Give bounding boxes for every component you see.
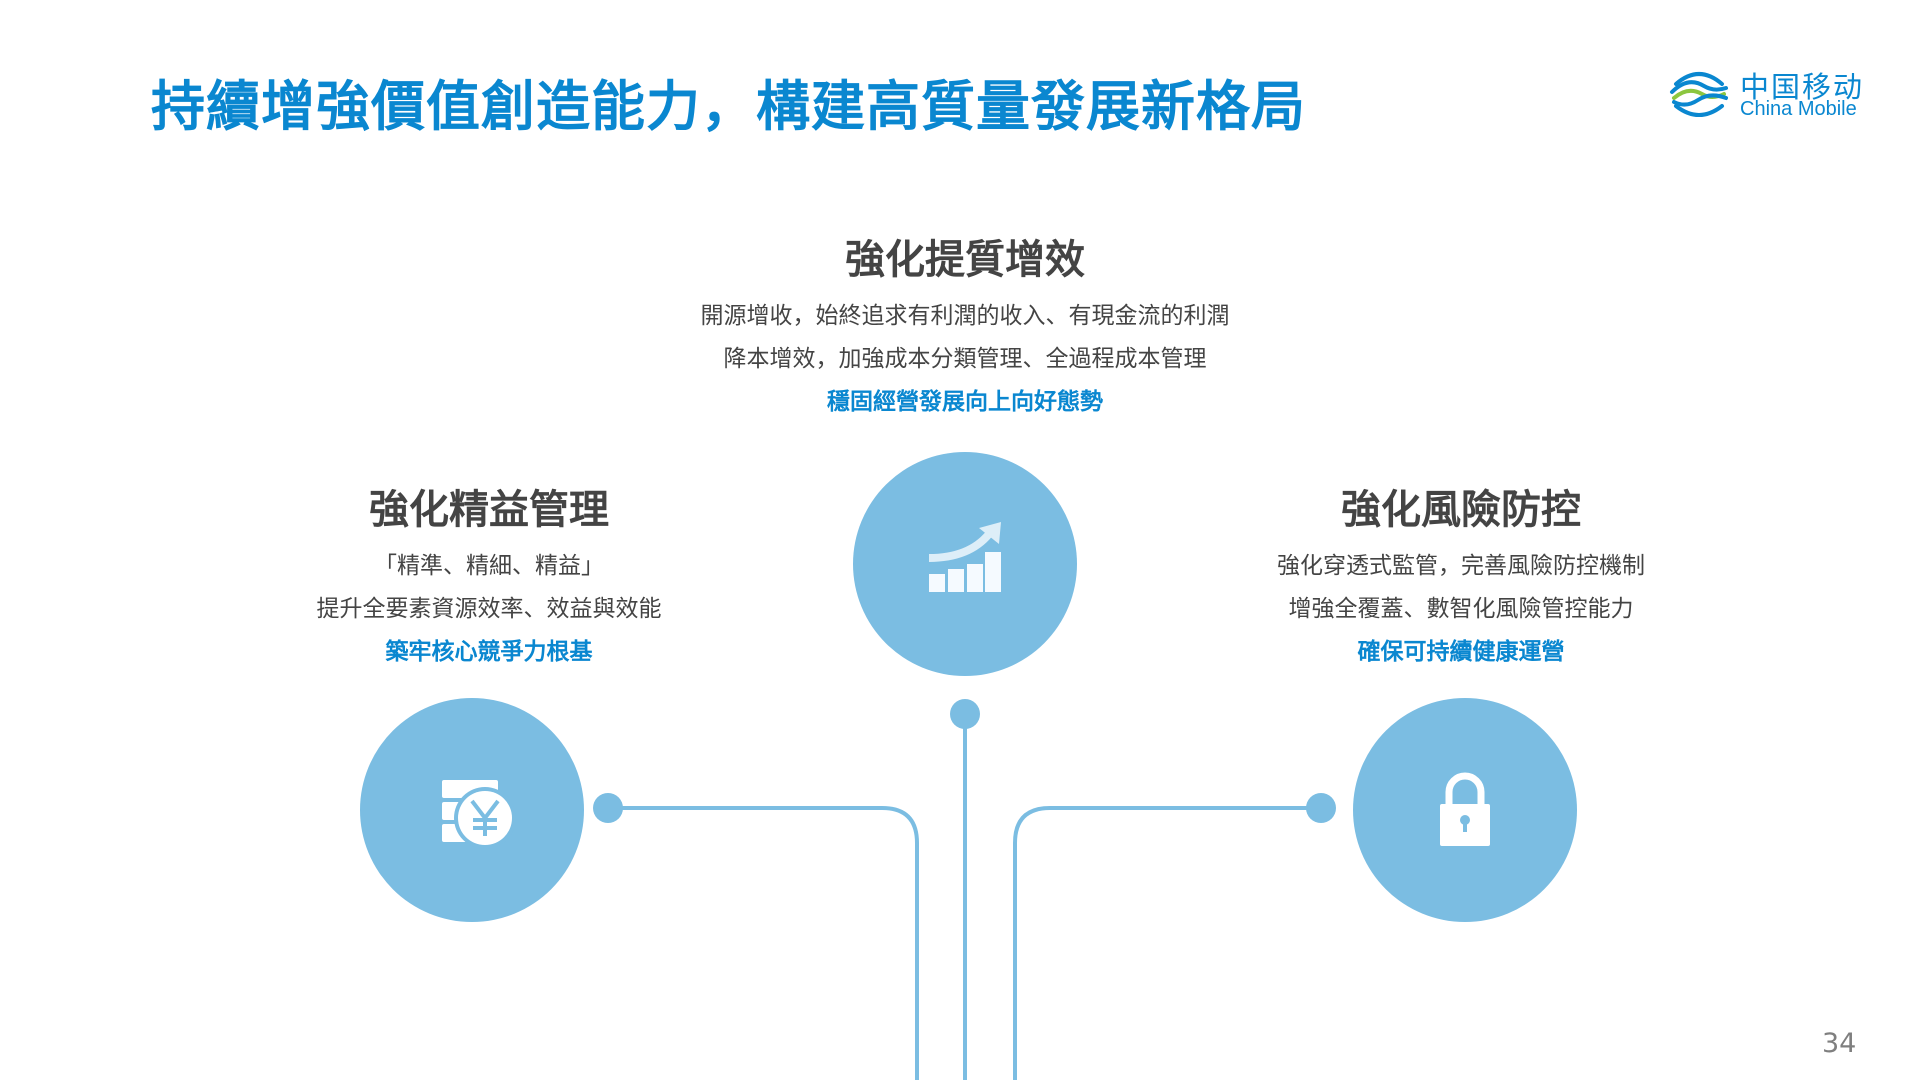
left-highlight: 築牢核心競爭力根基 (385, 639, 593, 665)
right-circle (1353, 698, 1577, 922)
right-connector (1013, 806, 1321, 1080)
page-title: 持續增強價值創造能力，構建高質量發展新格局 (151, 75, 1306, 138)
center-highlight: 穩固經營發展向上向好態勢 (827, 389, 1103, 415)
center-block: 強化提質增效 開源增收，始終追求有利潤的收入、有現金流的利潤 降本增效，加強成本… (615, 235, 1315, 424)
center-dot (950, 699, 980, 729)
logo-text-en: China Mobile (1740, 98, 1857, 120)
logo-text-cn: 中国移动 (1740, 70, 1865, 104)
growth-chart-icon (928, 522, 1001, 592)
right-heading: 強化風險防控 (1341, 487, 1581, 533)
center-circle (853, 452, 1077, 676)
right-dot (1306, 793, 1336, 823)
left-circle (360, 698, 584, 922)
right-block: 強化風險防控 強化穿透式監管，完善風險防控機制 增強全覆蓋、數智化風險管控能力 … (1111, 485, 1811, 674)
left-heading: 強化精益管理 (369, 487, 609, 533)
left-line-1: 「精準、精細、精益」 (374, 553, 604, 579)
page-number: 34 (1822, 1028, 1857, 1059)
center-line-2: 降本增效，加強成本分類管理、全過程成本管理 (723, 346, 1207, 372)
left-line-2: 提升全要素資源效率、效益與效能 (316, 596, 662, 622)
china-mobile-logo-icon (1670, 72, 1728, 117)
right-line-2: 增強全覆蓋、數智化風險管控能力 (1288, 596, 1634, 622)
left-dot (593, 793, 623, 823)
left-connector (608, 806, 919, 1080)
right-highlight: 確保可持續健康運營 (1357, 639, 1565, 665)
left-block: 強化精益管理 「精準、精細、精益」 提升全要素資源效率、效益與效能 築牢核心競爭… (139, 485, 839, 674)
center-line-1: 開源增收，始終追求有利潤的收入、有現金流的利潤 (700, 303, 1230, 329)
right-line-1: 強化穿透式監管，完善風險防控機制 (1277, 553, 1645, 579)
center-heading: 強化提質增效 (845, 237, 1085, 283)
lock-icon (1440, 772, 1490, 846)
yuan-coins-icon (442, 780, 516, 849)
china-mobile-logo: 中国移动 China Mobile (1668, 62, 1868, 124)
